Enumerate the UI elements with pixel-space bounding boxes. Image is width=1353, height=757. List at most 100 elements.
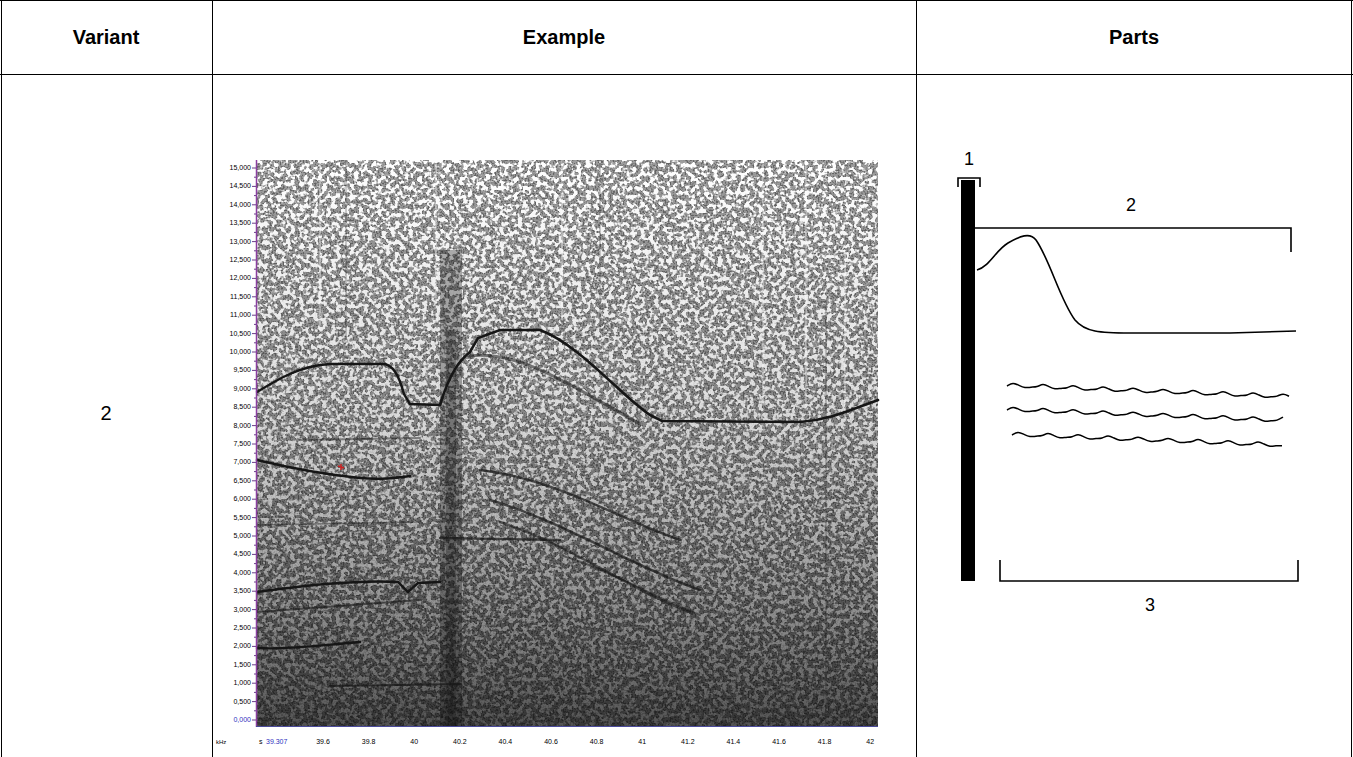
axis-tick (254, 398, 256, 399)
axis-tick-label: 15,000 (230, 164, 251, 172)
axis-tick (254, 250, 256, 251)
axis-tick-label: 10,500 (230, 330, 251, 338)
contour (300, 438, 420, 440)
spectrogram-noise (257, 160, 878, 726)
contour (330, 684, 460, 686)
axis-tick (254, 563, 256, 564)
axis-tick (252, 591, 256, 592)
streak (319, 160, 320, 330)
axis-tick (252, 628, 256, 629)
axis-tick-label: 6,000 (233, 495, 251, 503)
axis-tick (252, 701, 256, 702)
axis-tick-label: 7,500 (233, 440, 251, 448)
axis-tick-label: 2,500 (233, 624, 251, 632)
axis-tick (254, 674, 256, 675)
axis-tick (252, 296, 256, 297)
axis-tick (252, 646, 256, 647)
axis-tick (252, 315, 256, 316)
axis-tick-label: 8,500 (233, 403, 251, 411)
streak (600, 160, 601, 330)
streak (826, 300, 827, 726)
callout-number: 3 (1145, 596, 1155, 616)
column-header: Parts (1109, 26, 1159, 48)
streak (435, 160, 436, 300)
table-rule (0, 74, 1353, 75)
contour (257, 460, 410, 479)
axis-tick (252, 444, 256, 445)
callout-number: 1 (964, 150, 974, 170)
axis-tick-label: 9,500 (233, 367, 251, 375)
axis-tick-label: 39.307 (266, 738, 287, 746)
contour (480, 470, 680, 540)
column-header: Example (523, 26, 605, 48)
axis-tick-label: 14,500 (230, 183, 251, 191)
axis-tick (252, 223, 256, 224)
axis-tick (254, 655, 256, 656)
burst-sketch (1012, 432, 1282, 446)
axis-tick-label: 4,500 (233, 551, 251, 559)
click-band (440, 250, 462, 726)
axis-tick (252, 425, 256, 426)
streak (805, 160, 806, 410)
axis-ticks (252, 168, 256, 720)
axis-tick-label: 41.2 (681, 738, 695, 746)
axis-tick-label: 41.6 (772, 738, 786, 746)
spectrogram-ground (257, 160, 878, 726)
axis-tick (254, 269, 256, 270)
spectrogram-speckle (257, 160, 878, 726)
axis-tick (254, 471, 256, 472)
time-axis (256, 726, 878, 727)
streak (762, 160, 763, 400)
axis-tick (252, 186, 256, 187)
axis-tick (252, 241, 256, 242)
axis-tick (252, 499, 256, 500)
axis-tick (252, 388, 256, 389)
axis-tick (252, 664, 256, 665)
axis-tick (254, 545, 256, 546)
axis-tick-label: 5,000 (233, 532, 251, 540)
spectrogram-noise (257, 160, 878, 726)
axis-tick-label: 40.8 (590, 738, 604, 746)
contour (490, 500, 700, 590)
axis-tick-label: 10,000 (230, 348, 251, 356)
axis-tick-label: 41 (638, 738, 646, 746)
table-rule (1351, 0, 1352, 757)
axis-tick-label: 13,000 (230, 238, 251, 246)
axis-tick-label: 8,000 (233, 422, 251, 430)
axis-tick-label: 40.2 (453, 738, 467, 746)
axis-tick-label: 12,500 (230, 256, 251, 264)
axis-tick (254, 306, 256, 307)
axis-tick-label: 11,000 (230, 311, 251, 319)
cursor-mark (338, 464, 344, 470)
axis-tick-label: 13,500 (230, 219, 251, 227)
contour (257, 642, 360, 648)
axis-tick (254, 342, 256, 343)
axis-tick (254, 618, 256, 619)
table-cell: 2 (100, 402, 111, 424)
axis-tick-label: 40 (410, 738, 418, 746)
axis-tick-label: 0,000 (233, 716, 251, 724)
contour (440, 330, 878, 422)
burst-sketch (1007, 407, 1283, 421)
axis-tick-label: 3,000 (233, 606, 251, 614)
axis-tick (252, 407, 256, 408)
contour (257, 582, 440, 592)
axis-tick (252, 462, 256, 463)
streak (844, 250, 845, 420)
contour (257, 600, 420, 612)
axis-tick (252, 352, 256, 353)
whistle-contours (257, 330, 878, 686)
axis-tick (254, 453, 256, 454)
axis-unit: kHz (216, 739, 226, 746)
bracket (958, 178, 980, 187)
contour (257, 364, 440, 405)
streak (561, 160, 562, 320)
column-header: Variant (73, 26, 140, 48)
axis-tick-label: 42 (866, 738, 874, 746)
axis-tick-label: 14,000 (230, 201, 251, 209)
click-band (446, 330, 456, 726)
axis-tick-label: 1,500 (233, 661, 251, 669)
